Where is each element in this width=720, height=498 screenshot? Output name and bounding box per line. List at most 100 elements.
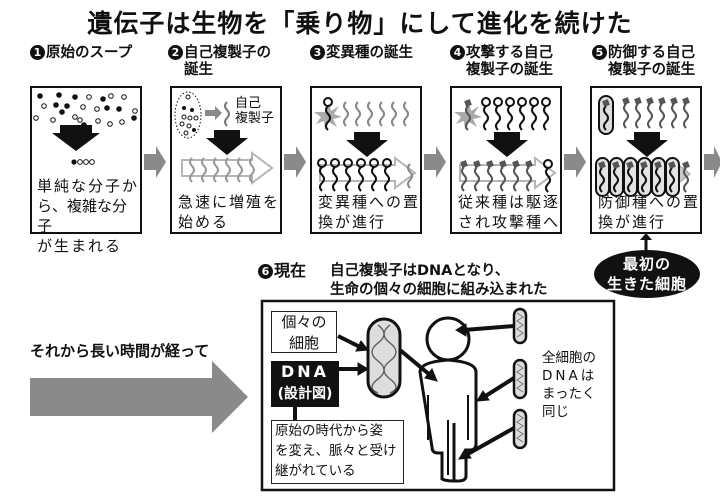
- inheritance-note: 原始の時代から姿 を変え、脈々と受け 継がれている: [271, 420, 404, 484]
- molecule-dot: [100, 96, 106, 102]
- down-arrow-icon: [486, 132, 528, 157]
- molecule-dot: [41, 103, 47, 109]
- text-line: DNA: [280, 362, 330, 381]
- replicator-icon: [464, 99, 472, 131]
- growth-arrow: [459, 156, 557, 190]
- replicator-icon: [355, 101, 361, 127]
- step-6-title: 現在: [274, 261, 307, 280]
- step-5-title-line2: 複製子の誕生: [608, 62, 695, 78]
- replicator-icon: [612, 161, 620, 193]
- molecule-dot: [94, 106, 100, 112]
- text-line: 個々の: [281, 313, 327, 331]
- text-line: 同じ: [542, 404, 569, 420]
- replicator-icon: [473, 160, 481, 192]
- replicator-icon: [237, 157, 243, 183]
- replicator-label: 自己 複製子: [235, 96, 274, 126]
- replicator-icon: [317, 158, 327, 192]
- molecule-dot: [72, 114, 78, 120]
- molecule-dot: [33, 115, 39, 121]
- text-line: 細胞: [288, 334, 319, 352]
- time-passes-label: それから長い時間が経って: [30, 342, 210, 360]
- step-2-description: 急速に増殖を 始める: [178, 192, 282, 232]
- replicator-icon: [330, 158, 340, 192]
- text-line: 全細胞の: [542, 350, 596, 366]
- step-4-title: 攻撃する自己: [466, 45, 553, 61]
- step-2-title: 自己複製子の: [184, 45, 271, 61]
- cell-with-dna: [366, 317, 402, 399]
- molecule-dot: [132, 108, 138, 114]
- replicator-icon: [541, 97, 551, 131]
- first-living-cell-bubble: 最初の 生きた細胞: [594, 250, 700, 298]
- text-line: (設計図): [277, 386, 333, 402]
- step-4-title-line2: 複製子の誕生: [466, 62, 553, 78]
- molecule-dot: [64, 103, 70, 109]
- next-arrow-icon: [284, 146, 306, 178]
- replicator-icon: [634, 97, 642, 129]
- same-dna-note: 全細胞の DNAは まったく 同じ: [542, 349, 597, 421]
- pointer-arrows: [288, 323, 516, 460]
- diagram-title: 遺伝子は生物を「乗り物」にして進化を続けた: [87, 9, 633, 38]
- time-passes-arrow: [30, 361, 248, 433]
- text-line: 換が進行: [318, 213, 387, 231]
- replicator-icon: [668, 161, 676, 193]
- text-line: 従来種は駆逐: [458, 193, 561, 211]
- replicator-icon: [598, 161, 606, 193]
- step-1-title: 原始のスープ: [46, 45, 133, 61]
- replicator-icon: [201, 157, 207, 183]
- replicator-icon: [356, 158, 366, 192]
- replicator-icon: [369, 158, 379, 192]
- text-line: が生まれる: [37, 237, 123, 255]
- next-arrow-icon: [564, 146, 586, 178]
- text-line: DNAは: [542, 368, 598, 384]
- replicator-icon: [505, 97, 515, 131]
- replicator-icon: [460, 160, 468, 192]
- starburst-icon: [314, 103, 342, 130]
- replicator-icon: [249, 157, 255, 183]
- replicator-icon: [602, 99, 610, 131]
- step-1-description: 単純な分子か ら、複雑な分子 が生まれる: [37, 176, 141, 256]
- replicator-icon: [486, 160, 494, 192]
- step-1-number: 1: [30, 45, 45, 60]
- replicator-icon: [189, 157, 195, 183]
- molecule-dot: [108, 93, 114, 99]
- molecule-dot: [59, 109, 65, 115]
- replicator-icon: [682, 97, 690, 129]
- text-line: まったく: [542, 386, 596, 402]
- text-line: され攻撃種へ: [458, 213, 561, 231]
- replicator-icon: [499, 160, 507, 192]
- replicator-icon: [379, 101, 385, 127]
- replicator-icon: [682, 161, 690, 193]
- replicator-icon: [493, 97, 503, 131]
- molecule-dots: [33, 92, 138, 128]
- next-arrow-icon: [424, 146, 446, 178]
- text-line: 変異種への置: [318, 193, 421, 211]
- text-line: 防御種への置: [598, 193, 701, 211]
- replicator-icon: [640, 161, 648, 193]
- molecule-dot: [72, 94, 78, 100]
- replicator-icon: [224, 101, 230, 127]
- replicator-icon: [626, 161, 634, 193]
- cell-label-box: 個々の 細胞: [271, 311, 337, 353]
- molecule-dot: [95, 118, 101, 124]
- text-line: 原始の時代から姿: [275, 423, 383, 439]
- cluster-dots: [179, 94, 199, 136]
- text-line: 自己: [235, 96, 262, 111]
- text-line: 単純な分子か: [37, 177, 140, 195]
- text-line: 自己複製子はDNAとなり、: [330, 263, 510, 279]
- replicator-icon: [654, 161, 662, 193]
- dna-helix-icon: [371, 324, 397, 394]
- up-arrow-icon: [640, 233, 652, 240]
- chain-molecule-icon: [71, 159, 95, 165]
- text-line: 最初の: [622, 255, 671, 273]
- step-2-number: 2: [168, 45, 183, 60]
- replicator-icon: [213, 157, 219, 183]
- molecule-dot: [104, 105, 110, 111]
- step-5-description: 防御種への置 換が進行: [598, 192, 702, 232]
- text-line: 急速に増殖を: [178, 193, 281, 211]
- step-1-box: [30, 86, 142, 234]
